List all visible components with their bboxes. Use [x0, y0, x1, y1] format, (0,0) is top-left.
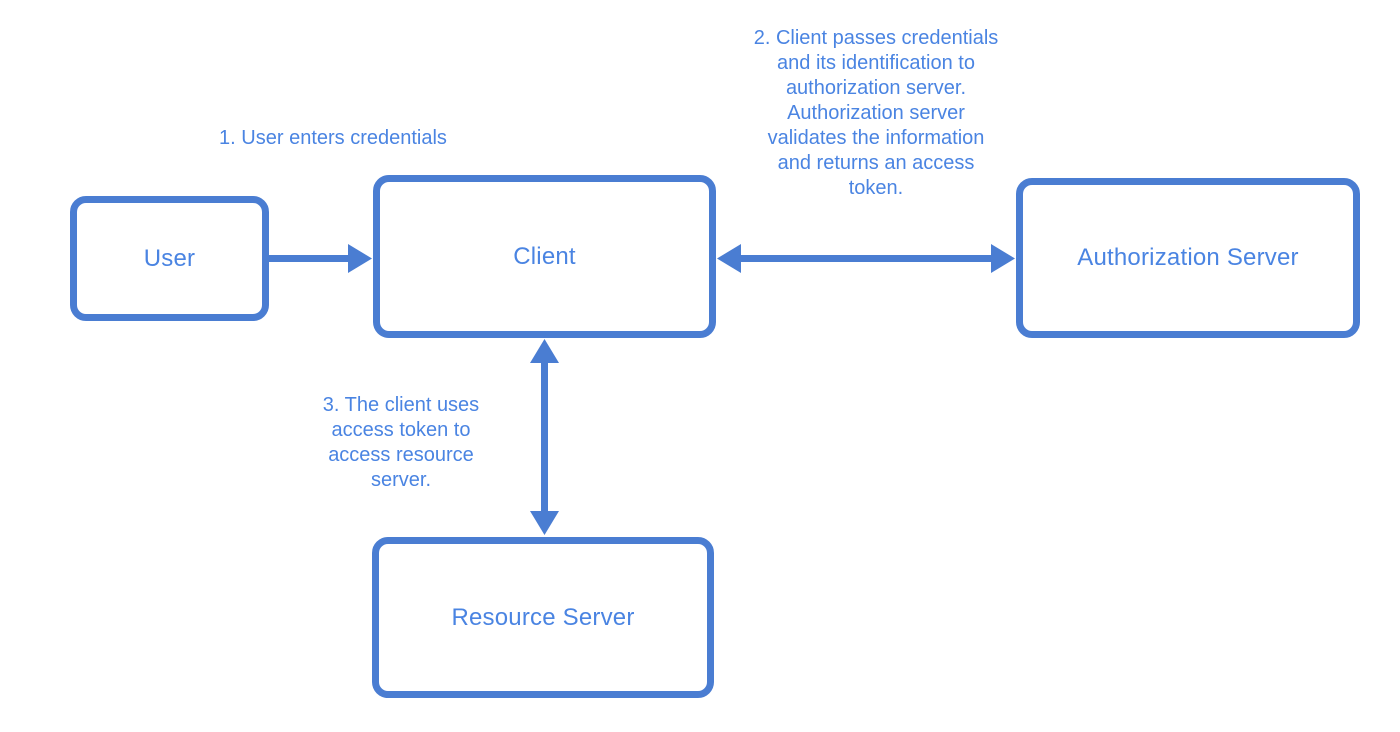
node-client: Client	[373, 175, 716, 338]
annotation-step1: 1. User enters credentials	[219, 127, 447, 149]
arrow-client-resource-server	[530, 339, 559, 535]
arrow-client-auth-server	[717, 244, 1015, 273]
node-user: User	[70, 196, 269, 321]
node-resource-server-label: Resource Server	[451, 603, 635, 631]
node-authorization-server-label: Authorization Server	[1077, 244, 1299, 271]
node-authorization-server: Authorization Server	[1016, 178, 1360, 338]
node-client-label: Client	[513, 242, 576, 270]
annotation-step2: 2. Client passes credentials and its ide…	[753, 27, 999, 199]
arrow-user-to-client	[269, 244, 372, 273]
annotation-step3: 3. The client uses access token to acces…	[322, 394, 480, 491]
node-resource-server: Resource Server	[372, 537, 714, 698]
node-user-label: User	[143, 244, 196, 272]
